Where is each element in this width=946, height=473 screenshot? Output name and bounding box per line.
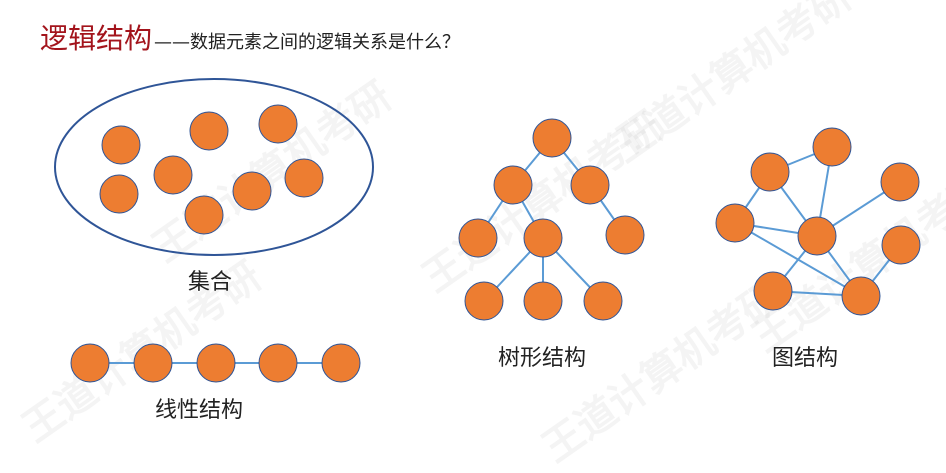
linear-node bbox=[258, 343, 298, 383]
graph-label: 图结构 bbox=[772, 346, 839, 371]
tree-node bbox=[523, 218, 563, 258]
tree-node bbox=[464, 281, 504, 321]
graph-node bbox=[880, 162, 920, 202]
linear-diagram bbox=[70, 343, 361, 383]
set-node bbox=[232, 171, 272, 211]
linear-label: 线性结构 bbox=[155, 398, 244, 423]
set-node bbox=[153, 155, 193, 195]
set-label: 集合 bbox=[188, 270, 233, 295]
tree-node bbox=[532, 118, 572, 158]
graph-diagram bbox=[715, 127, 921, 316]
title-main: 逻辑结构 bbox=[40, 22, 153, 55]
structures-diagram bbox=[54, 78, 921, 383]
graph-node bbox=[753, 271, 793, 311]
tree-node bbox=[493, 165, 533, 205]
tree-diagram bbox=[458, 118, 645, 321]
graph-node bbox=[715, 203, 755, 243]
linear-node bbox=[70, 343, 110, 383]
set-node bbox=[101, 125, 141, 165]
tree-label: 树形结构 bbox=[498, 346, 587, 371]
tree-node bbox=[570, 165, 610, 205]
tree-node bbox=[523, 281, 563, 321]
tree-node bbox=[458, 218, 498, 258]
set-node bbox=[184, 195, 224, 235]
set-boundary bbox=[54, 78, 374, 256]
graph-node bbox=[841, 276, 881, 316]
title-subtitle: ——数据元素之间的逻辑关系是什么？ bbox=[154, 32, 461, 53]
set-node bbox=[189, 111, 229, 151]
linear-node bbox=[321, 343, 361, 383]
tree-node bbox=[605, 215, 645, 255]
graph-node bbox=[881, 225, 921, 265]
graph-node bbox=[750, 152, 790, 192]
graph-node bbox=[797, 216, 837, 256]
linear-node bbox=[196, 343, 236, 383]
page-title: 逻辑结构——数据元素之间的逻辑关系是什么？ bbox=[40, 17, 460, 57]
set-node bbox=[99, 174, 139, 214]
set-diagram bbox=[54, 78, 374, 256]
tree-node bbox=[583, 281, 623, 321]
set-node bbox=[284, 158, 324, 198]
linear-node bbox=[133, 343, 173, 383]
set-node bbox=[258, 104, 298, 144]
graph-node bbox=[812, 127, 852, 167]
